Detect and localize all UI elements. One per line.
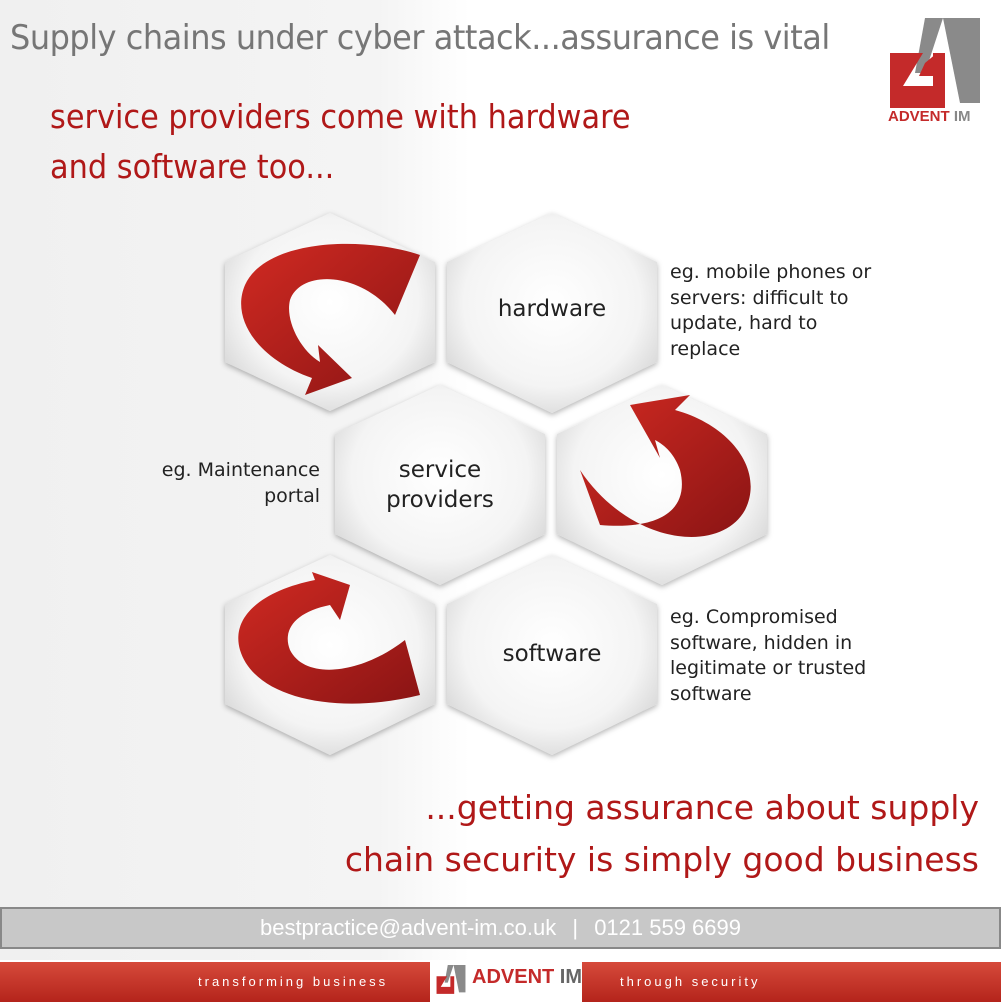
note-line: software, hidden in (670, 631, 853, 654)
curved-arrow-icon (580, 395, 751, 537)
note-line: software (670, 682, 752, 705)
logo-name: ADVENT (472, 966, 555, 988)
logo-suffix: IM (559, 966, 583, 988)
note-line: portal (264, 484, 320, 507)
curved-arrow-icon (241, 243, 420, 395)
hexagon-software (447, 555, 657, 755)
hexagon-service-providers (335, 385, 545, 585)
contact-bar: bestpractice@advent-im.co.uk | 0121 559 … (0, 907, 1001, 949)
note-line: legitimate or trusted (670, 657, 867, 679)
software-note: eg. Compromised software, hidden in legiti… (670, 605, 866, 707)
hardware-label: hardware (497, 296, 607, 322)
note-line: eg. Maintenance (161, 459, 320, 481)
hexagon-hardware (447, 213, 657, 413)
logo-wordmark: ADVENT IM (888, 108, 971, 125)
note-line: eg. mobile phones or (670, 261, 872, 283)
logo-name: ADVENT (888, 108, 950, 125)
subtitle-line: service providers come with hardware (50, 97, 631, 136)
advent-logo-icon (890, 18, 980, 108)
closing-statement: ...getting assurance about supply chain s… (345, 782, 979, 886)
curved-arrow-icon (238, 572, 420, 704)
advent-logo-icon (436, 965, 466, 994)
footer-banner: transforming business ADVENT IM through … (0, 962, 1001, 1002)
service-note: eg. Maintenance portal (100, 458, 320, 509)
label-line: providers (386, 487, 494, 513)
phone-number[interactable]: 0121 559 6699 (594, 915, 742, 940)
footer-logo: ADVENT IM (432, 962, 582, 1002)
separator: | (572, 915, 579, 940)
page-title: Supply chains under cyber attack...assur… (10, 18, 830, 58)
note-line: replace (670, 337, 741, 360)
service-providers-label: service providers (350, 455, 530, 515)
hardware-note: eg. mobile phones or servers: difficult t… (670, 260, 871, 362)
note-line: update, hard to (670, 312, 818, 334)
software-label: software (502, 641, 602, 667)
hexagon-diagram (225, 213, 767, 755)
closing-line: ...getting assurance about supply (425, 788, 979, 827)
note-line: eg. Compromised (670, 606, 838, 628)
subtitle-line: and software too... (50, 147, 335, 186)
footer-logo-wordmark: ADVENT IM (472, 966, 582, 989)
subtitle: service providers come with hardware and … (50, 92, 631, 192)
footer-right-band: through security (582, 962, 1001, 1002)
footer-left-band: transforming business (0, 962, 430, 1002)
note-line: servers: difficult to (670, 286, 849, 309)
label-line: service (398, 457, 482, 483)
email-link[interactable]: bestpractice@advent-im.co.uk (259, 915, 557, 940)
closing-line: chain security is simply good business (344, 840, 979, 879)
footer-tagline-left: transforming business (198, 974, 389, 989)
footer-tagline-right: through security (620, 974, 761, 989)
logo-suffix: IM (953, 108, 971, 125)
